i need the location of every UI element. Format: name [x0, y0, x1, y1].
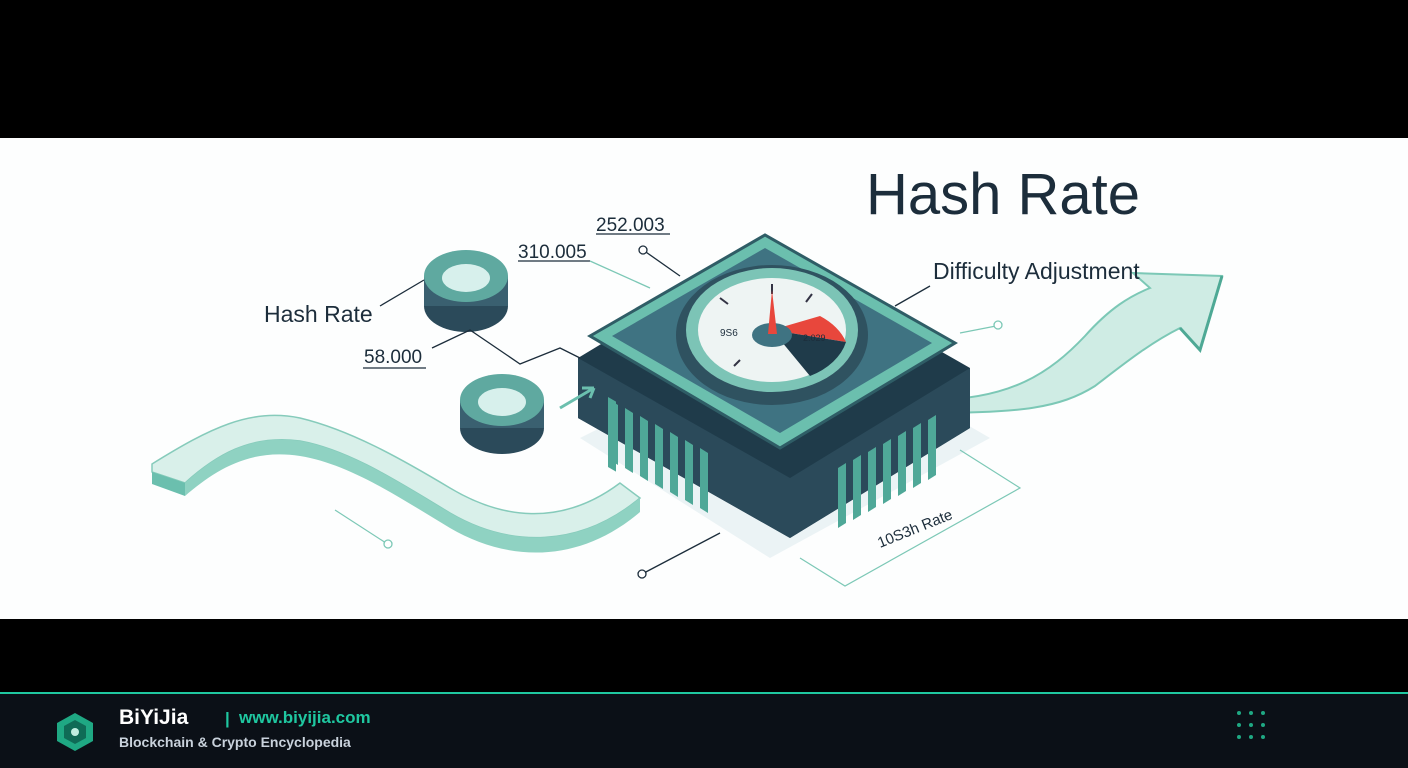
hash-rate-label: Hash Rate: [264, 301, 373, 327]
gauge-needle: [768, 290, 777, 334]
site-url-link[interactable]: www.biyijia.com: [239, 708, 371, 727]
gauge-red-zone: [772, 316, 846, 342]
hexagon-logo-icon: [57, 713, 93, 751]
rising-arrow: [929, 271, 1224, 415]
illustration-canvas: 9S6 2.029: [151, 162, 1224, 587]
chip-label: 10S3h Rate: [875, 506, 955, 551]
bottom-letterbox: [0, 619, 1408, 692]
main-title: Hash Rate: [866, 162, 1140, 227]
dot-grid-icon: [1237, 711, 1265, 739]
flow-band: [151, 414, 642, 539]
gauge-right-value: 2.029: [803, 333, 826, 343]
chip-pins: [610, 400, 936, 528]
value-mid: 310.005: [518, 242, 587, 263]
top-letterbox: [0, 0, 1408, 138]
value-top: 252.003: [596, 215, 665, 236]
brand-name: BiYiJia: [119, 706, 189, 729]
difficulty-label: Difficulty Adjustment: [933, 258, 1140, 284]
brand-separator: |: [225, 709, 230, 728]
gauge-left-value: 9S6: [720, 328, 738, 339]
footer-bar: BiYiJia | www.biyijia.com Blockchain & C…: [0, 692, 1408, 768]
coin-top: [424, 250, 508, 332]
coin-bottom: [460, 374, 544, 454]
value-left: 58.000: [364, 347, 422, 368]
hash-rate-illustration: 9S6 2.029: [0, 138, 1408, 619]
brand-tagline: Blockchain & Crypto Encyclopedia: [119, 734, 351, 750]
